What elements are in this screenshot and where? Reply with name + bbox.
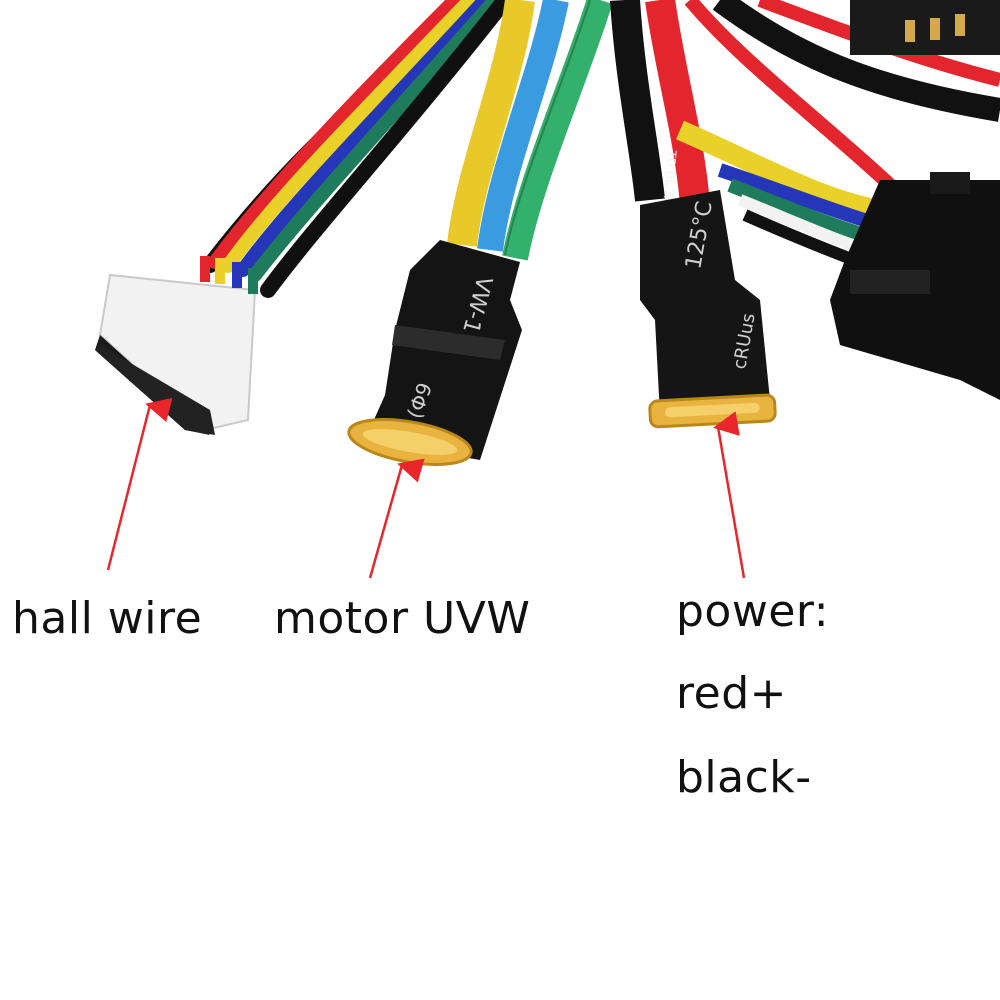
hall-wire-label: hall wire: [12, 593, 203, 644]
power-red-label: red+: [676, 668, 787, 719]
power-label: power:: [676, 586, 830, 637]
motor-connector: VW-1 (Φ9: [347, 240, 522, 466]
black-multi-pin-connector: [830, 172, 1000, 400]
motor-uvw-label: motor UVW: [274, 593, 531, 644]
hall-arrow: [106, 397, 173, 571]
hall-connector: [95, 256, 258, 435]
power-black-label: black-: [676, 752, 812, 803]
hall-wire-bundle: [202, 0, 513, 298]
power-connector: 125°C cRUus: [640, 190, 777, 429]
motor-arrow: [368, 458, 425, 579]
motor-wire-bundle: [447, 0, 613, 261]
power-arrow: [713, 411, 746, 579]
pin-header-connector: [850, 0, 1000, 55]
